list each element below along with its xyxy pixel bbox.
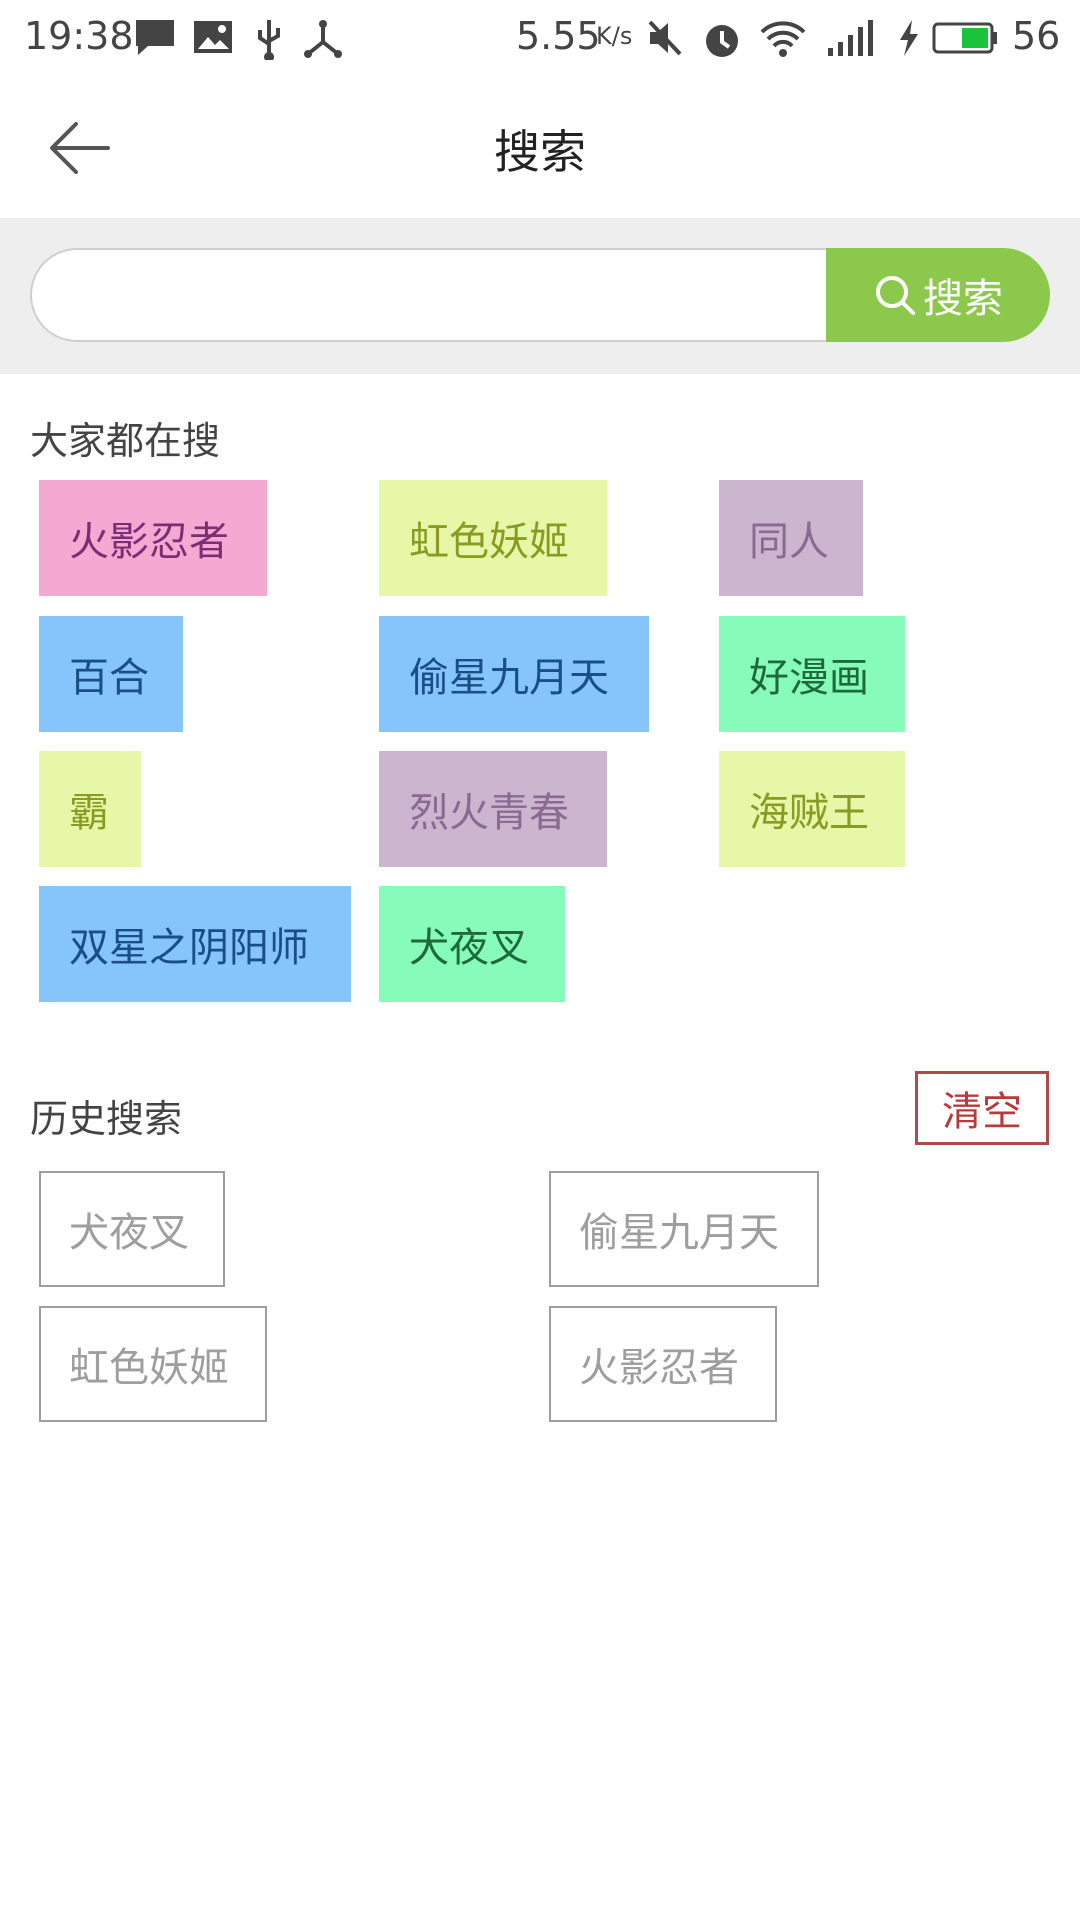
hot-tag[interactable]: 同人 <box>719 480 863 596</box>
signal-icon <box>826 18 878 62</box>
hot-tag[interactable]: 偷星九月天 <box>379 616 649 732</box>
hot-tag[interactable]: 烈火青春 <box>379 751 607 867</box>
hot-tag[interactable]: 好漫画 <box>719 616 905 732</box>
battery-level: 56 <box>1012 14 1061 58</box>
net-speed-unit: K/s <box>596 22 633 50</box>
battery-icon <box>932 18 1000 62</box>
status-bar: 19:38 5.55 K/s 56 <box>0 0 1080 78</box>
mute-icon <box>646 18 684 62</box>
history-item[interactable]: 火影忍者 <box>549 1306 777 1422</box>
charging-icon <box>896 18 922 62</box>
back-button[interactable] <box>40 108 120 188</box>
net-speed: 5.55 <box>516 14 601 58</box>
hot-tag[interactable]: 犬夜叉 <box>379 886 565 1002</box>
search-button[interactable]: 搜索 <box>826 248 1050 342</box>
history-item[interactable]: 虹色妖姬 <box>39 1306 267 1422</box>
arrow-left-icon <box>50 122 110 174</box>
image-icon <box>192 18 234 62</box>
hot-tag[interactable]: 火影忍者 <box>39 480 267 596</box>
share-icon <box>302 18 344 64</box>
history-item[interactable]: 偷星九月天 <box>549 1171 819 1287</box>
alarm-icon <box>702 18 742 64</box>
search-bar: 搜索 <box>0 218 1080 374</box>
message-icon <box>134 18 176 62</box>
status-time: 19:38 <box>24 14 134 58</box>
wifi-icon <box>760 18 806 62</box>
hot-tag[interactable]: 双星之阴阳师 <box>39 886 351 1002</box>
hot-tag[interactable]: 百合 <box>39 616 183 732</box>
clear-history-button[interactable]: 清空 <box>915 1071 1049 1145</box>
search-input[interactable] <box>30 248 830 342</box>
usb-icon <box>252 18 286 64</box>
hot-tag[interactable]: 海贼王 <box>719 751 905 867</box>
search-icon <box>876 276 915 315</box>
page-title: 搜索 <box>494 125 586 179</box>
hot-search-title: 大家都在搜 <box>30 419 221 463</box>
history-title: 历史搜索 <box>30 1097 183 1141</box>
hot-tag[interactable]: 虹色妖姬 <box>379 480 607 596</box>
history-item[interactable]: 犬夜叉 <box>39 1171 225 1287</box>
hot-tag[interactable]: 霸 <box>39 751 141 867</box>
app-header: 搜索 <box>0 78 1080 218</box>
search-button-label: 搜索 <box>923 276 1003 322</box>
